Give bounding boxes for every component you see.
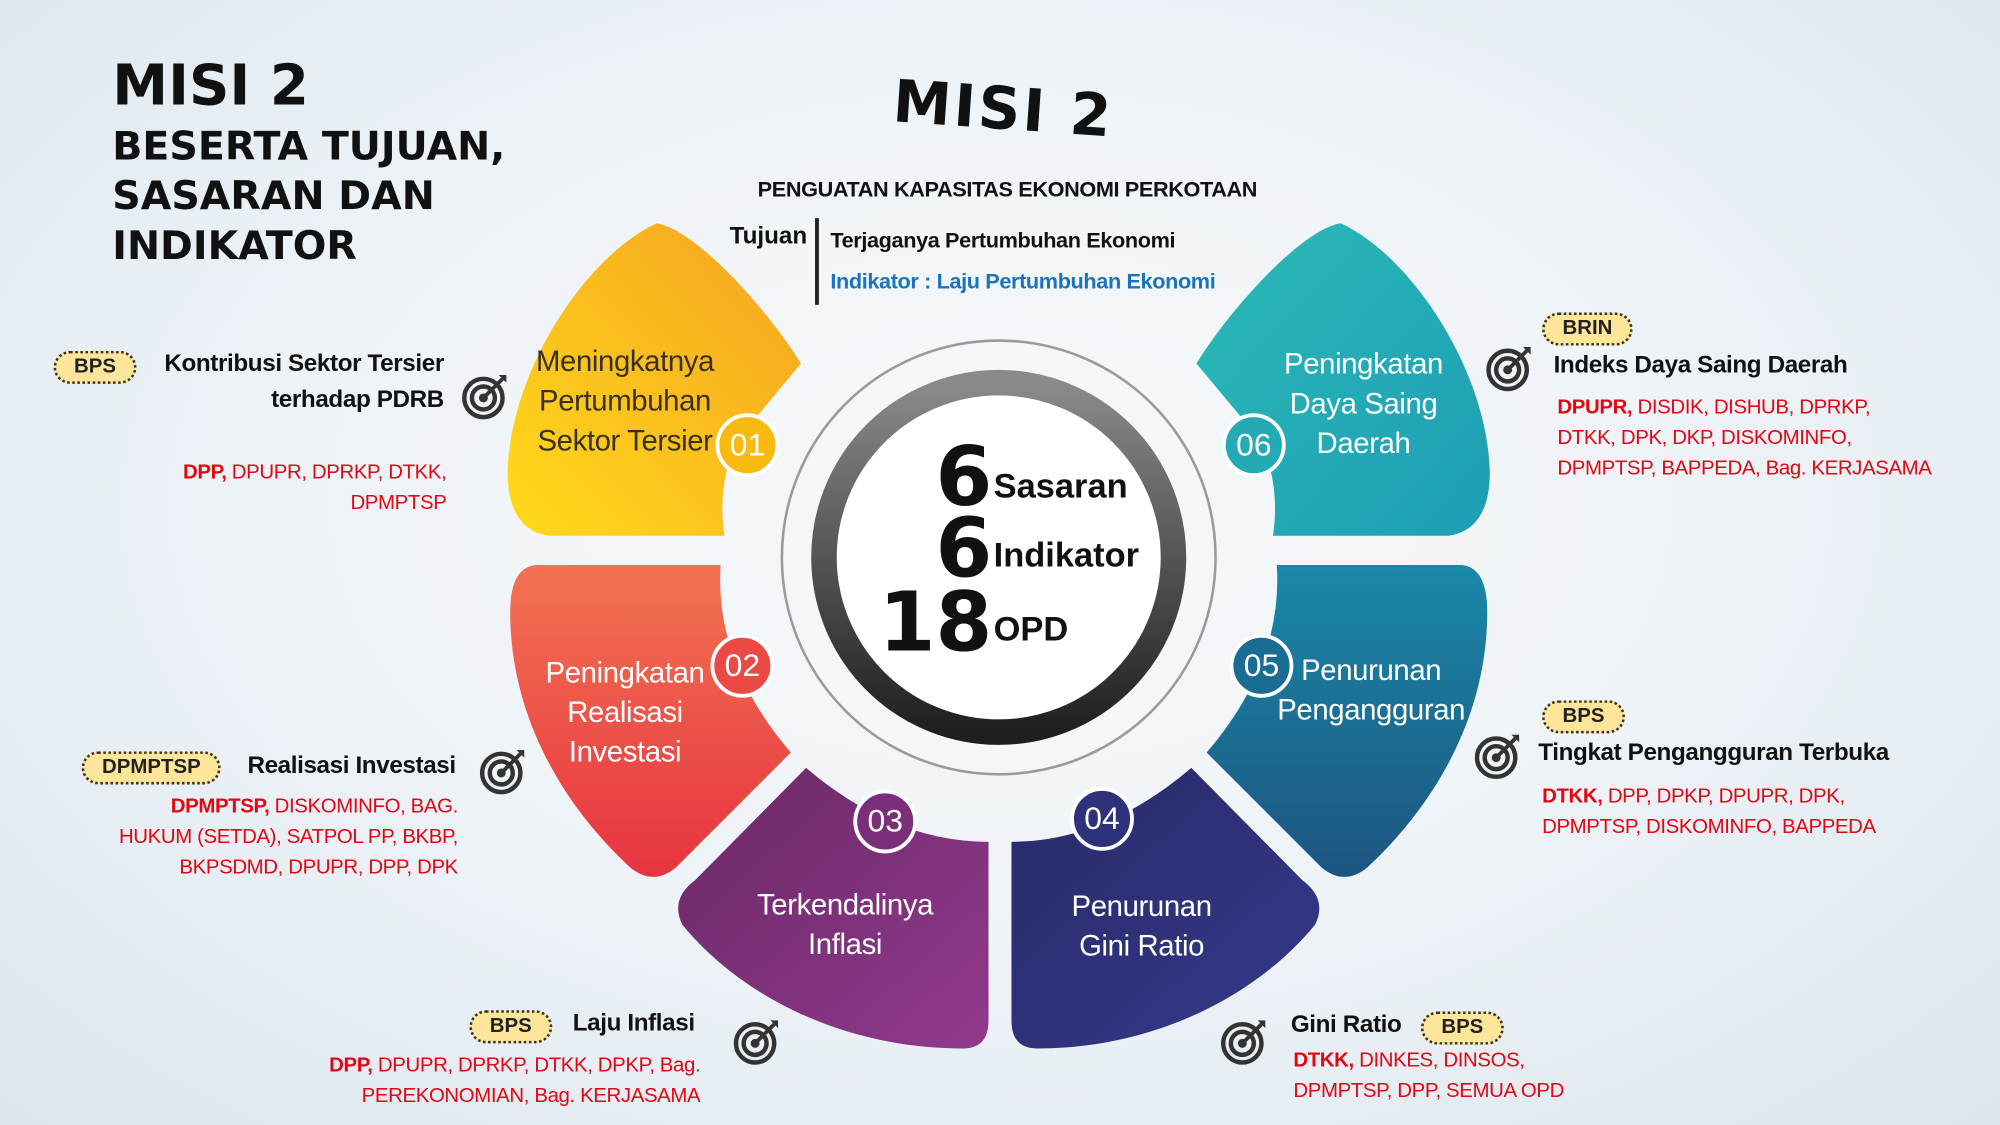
target-icon bbox=[732, 1015, 783, 1066]
opd-lead: DPMPTSP, bbox=[170, 795, 270, 818]
petal-number-05: 05 bbox=[1229, 633, 1294, 698]
petal-number-03: 03 bbox=[853, 789, 918, 854]
petal-label-02: Peningkatan Realisasi Investasi bbox=[545, 655, 705, 768]
target-icon bbox=[478, 745, 529, 796]
indicator-name: Indeks Daya Saing Daerah bbox=[1553, 352, 1848, 379]
opd-text: DPUPR, DPRKP, DTKK, DPKP, Bag. bbox=[372, 1054, 701, 1077]
opd-list: DPMPTSP, DISKOMINFO, BAG. HUKUM (SETDA), … bbox=[51, 792, 458, 884]
source-badge: DPMPTSP bbox=[81, 751, 222, 785]
opd-lead: DPP, bbox=[329, 1054, 373, 1077]
petal-label-04: Penurunan Gini Ratio bbox=[1071, 889, 1212, 962]
petal-label-06: Peningkatan Daya Saing Daerah bbox=[1284, 346, 1443, 460]
indicator-name: Gini Ratio bbox=[1290, 1011, 1402, 1039]
sasaran-count: 6 bbox=[935, 431, 993, 526]
petal-label-05: Penurunan Pengangguran bbox=[1277, 653, 1466, 726]
title-line: BESERTA TUJUAN, bbox=[112, 123, 506, 170]
opd-lead: DPUPR, bbox=[1557, 396, 1633, 419]
indicator-name: Realisasi Investasi bbox=[247, 752, 456, 780]
title-sub: BESERTA TUJUAN, SASARAN DAN INDIKATOR bbox=[112, 122, 505, 271]
source-badge: BPS bbox=[469, 1010, 553, 1044]
opd-text: BKPSDMD, DPUPR, DPP, DPK bbox=[179, 857, 458, 879]
inner-ring bbox=[811, 369, 1187, 745]
tujuan-label: Tujuan bbox=[729, 223, 808, 250]
petal-number-02: 02 bbox=[710, 633, 775, 698]
tujuan-indicator: Indikator : Laju Pertumbuhan Ekonomi bbox=[830, 269, 1216, 294]
opd-text: DPMPTSP bbox=[350, 492, 447, 515]
target-icon bbox=[1473, 730, 1524, 781]
target-icon bbox=[1219, 1015, 1270, 1066]
tujuan-text: Terjaganya Pertumbuhan Ekonomi bbox=[830, 228, 1176, 253]
source-badge: BPS bbox=[53, 350, 137, 384]
opd-list: DPP, DPUPR, DPRKP, DTKK, DPKP, Bag. PEREK… bbox=[255, 1051, 701, 1112]
opd-list: DPUPR, DISDIK, DISHUB, DPRKP, DTKK, DPK, … bbox=[1557, 393, 1932, 485]
petal-label-01: Meningkatnya Pertumbuhan Sektor Tersier bbox=[535, 344, 715, 457]
indicator-line: terhadap PDRB bbox=[271, 386, 444, 414]
opd-text: DPUPR, DPRKP, DTKK, bbox=[226, 461, 447, 484]
petal-label-03: Terkendalinya Inflasi bbox=[756, 887, 934, 961]
opd-label: OPD bbox=[993, 609, 1069, 648]
source-badge: BRIN bbox=[1542, 312, 1633, 346]
opd-text: DISKOMINFO, BAG. bbox=[269, 795, 459, 818]
opd-list: DTKK, DINKES, DINSOS, DPMPTSP, DPP, SEMUA… bbox=[1293, 1046, 1564, 1107]
opd-text: PEREKONOMIAN, Bag. KERJASAMA bbox=[361, 1085, 701, 1108]
opd-text: DPMPTSP, DISKOMINFO, BAPPEDA bbox=[1542, 816, 1876, 839]
opd-lead: DTKK, bbox=[1293, 1049, 1354, 1072]
source-badge: BPS bbox=[1542, 700, 1625, 734]
title-line: INDIKATOR bbox=[112, 223, 357, 270]
misi-subtitle: PENGUATAN KAPASITAS EKONOMI PERKOTAAN bbox=[757, 177, 1258, 202]
opd-list: DPP, DPUPR, DPRKP, DTKK, DPMPTSP bbox=[128, 458, 447, 519]
petal-number-06: 06 bbox=[1221, 413, 1286, 478]
source-badge: BPS bbox=[1420, 1011, 1504, 1045]
opd-text: DPMPTSP, DPP, SEMUA OPD bbox=[1293, 1080, 1564, 1103]
petal-number-04: 04 bbox=[1070, 786, 1134, 851]
indicator-name: Kontribusi Sektor Tersier terhadap PDRB bbox=[128, 347, 444, 418]
opd-lead: DTKK, bbox=[1542, 785, 1603, 808]
opd-text: DISDIK, DISHUB, DPRKP, bbox=[1632, 396, 1871, 419]
indikator-count: 6 bbox=[935, 502, 993, 597]
opd-text: DPP, DPKP, DPUPR, DPK, bbox=[1602, 785, 1845, 808]
indicator-name: Tingkat Pengangguran Terbuka bbox=[1538, 739, 1889, 767]
target-icon bbox=[460, 370, 511, 421]
opd-lead: DPP, bbox=[183, 461, 227, 484]
divider bbox=[815, 218, 819, 305]
title-line: SASARAN DAN bbox=[112, 173, 435, 220]
opd-text: DTKK, DPK, DKP, DISKOMINFO, bbox=[1557, 427, 1852, 449]
opd-list: DTKK, DPP, DPKP, DPUPR, DPK, DPMPTSP, DIS… bbox=[1542, 782, 1876, 843]
opd-text: DINKES, DINSOS, bbox=[1353, 1049, 1525, 1072]
target-icon bbox=[1485, 342, 1536, 393]
indicator-name: Laju Inflasi bbox=[572, 1010, 695, 1037]
indikator-label: Indikator bbox=[993, 535, 1140, 574]
sasaran-label: Sasaran bbox=[993, 466, 1128, 506]
opd-text: DPMPTSP, BAPPEDA, Bag. KERJASAMA bbox=[1557, 457, 1932, 480]
indicator-line: Kontribusi Sektor Tersier bbox=[164, 350, 444, 378]
petal-number-01: 01 bbox=[715, 413, 780, 478]
opd-count: 18 bbox=[878, 576, 993, 671]
opd-text: HUKUM (SETDA), SATPOL PP, BKBP, bbox=[118, 826, 458, 849]
title-main: MISI 2 bbox=[112, 53, 309, 119]
